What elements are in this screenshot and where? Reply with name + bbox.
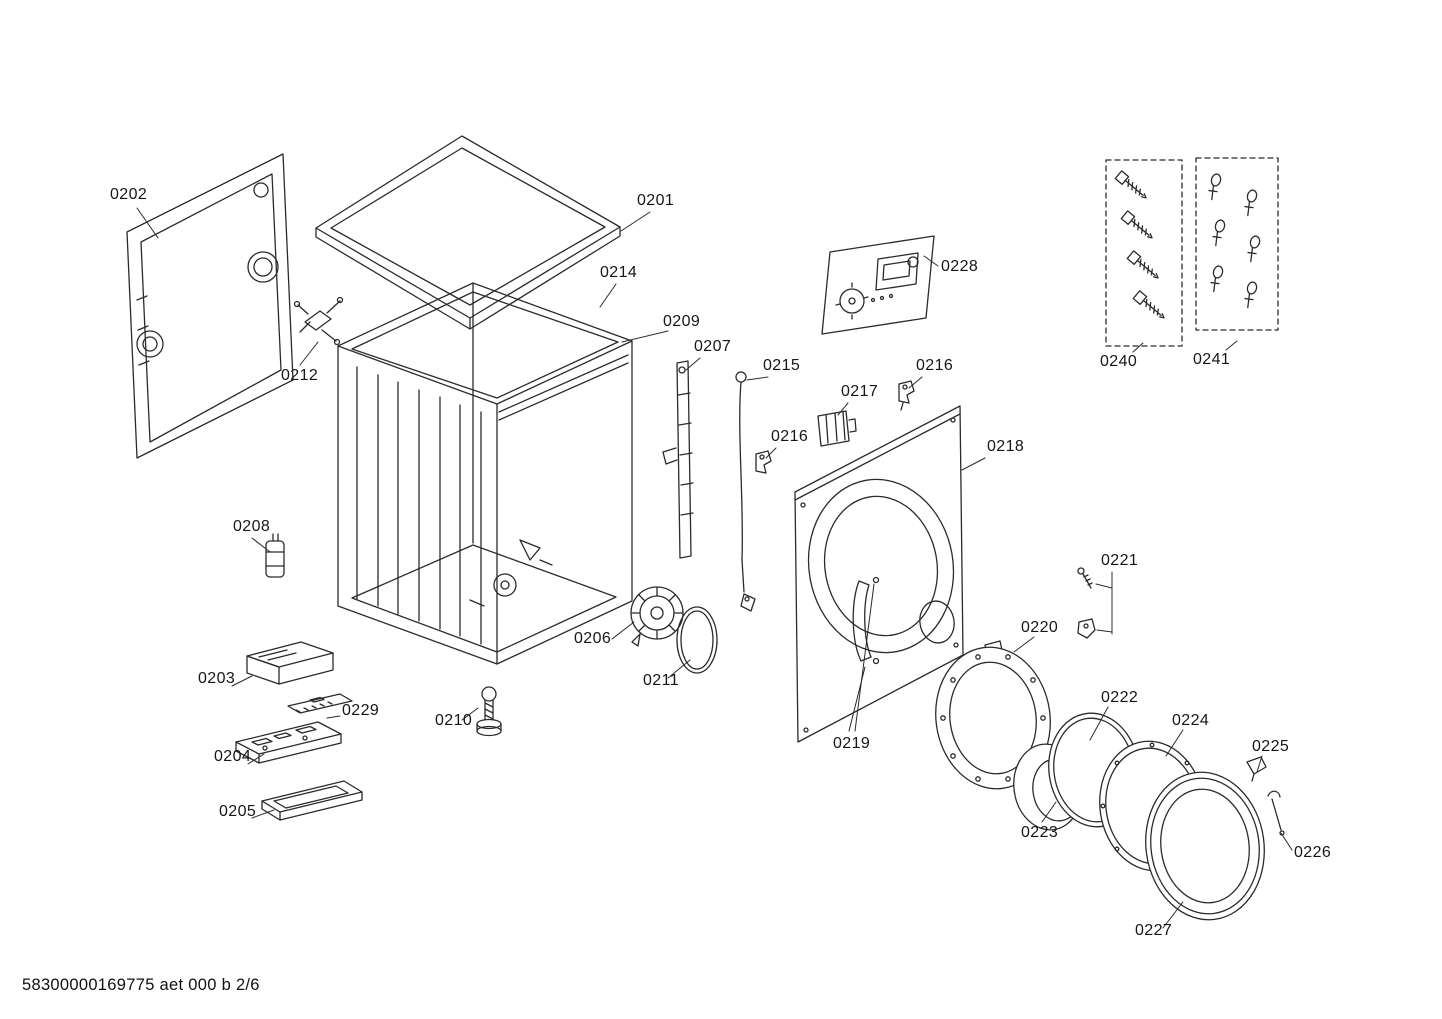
part-label-0216-a: 0216 — [916, 357, 954, 374]
drawing-module-0203 — [246, 641, 334, 685]
drawing-screw-box-0240 — [1105, 159, 1183, 347]
drawing-pin-0226 — [1267, 790, 1285, 836]
drawing-clip-0225 — [1246, 756, 1267, 782]
drawing-rod-0215 — [735, 371, 756, 612]
part-label-0224: 0224 — [1172, 712, 1210, 729]
drawing-module-0217 — [817, 410, 857, 447]
part-label-0221: 0221 — [1101, 552, 1139, 569]
drawing-foot-0210 — [476, 686, 502, 737]
document-code: 58300000169775 aet 000 b 2/6 — [22, 976, 260, 994]
part-label-0228: 0228 — [941, 258, 979, 275]
part-label-0208: 0208 — [233, 518, 271, 535]
drawing-clip-0216-a — [898, 380, 915, 411]
part-label-0205: 0205 — [219, 803, 257, 820]
drawing-bracket-0207 — [662, 360, 694, 559]
part-label-0223: 0223 — [1021, 824, 1059, 841]
drawing-hinge-0212 — [293, 296, 344, 346]
part-label-0217: 0217 — [841, 383, 879, 400]
part-label-0210: 0210 — [435, 712, 473, 729]
drawing-gasket-0206 — [630, 586, 684, 647]
drawing-door-frame-0220 — [935, 640, 1051, 790]
leader-lines — [136, 207, 1293, 929]
part-label-0240: 0240 — [1100, 353, 1138, 370]
drawing-ring-0211 — [676, 606, 718, 674]
drawing-capacitor-0208 — [265, 533, 285, 578]
part-label-0201: 0201 — [637, 192, 675, 209]
part-label-0225: 0225 — [1252, 738, 1290, 755]
part-label-0204: 0204 — [214, 748, 252, 765]
drawing-top-panel-0201 — [315, 135, 621, 330]
part-label-0241: 0241 — [1193, 351, 1231, 368]
part-label-0222: 0222 — [1101, 689, 1139, 706]
part-label-0220: 0220 — [1021, 619, 1059, 636]
part-label-0214: 0214 — [600, 264, 638, 281]
part-label-0219: 0219 — [833, 735, 871, 752]
drawing-control-panel-0228 — [821, 235, 935, 335]
part-label-0207: 0207 — [694, 338, 732, 355]
part-label-0206: 0206 — [574, 630, 612, 647]
drawing-tray-0205 — [261, 780, 363, 821]
part-label-0203: 0203 — [198, 670, 236, 687]
part-label-0216-b: 0216 — [771, 428, 809, 445]
drawing-front-panel-0218 — [794, 405, 964, 743]
drawing-parts-0221 — [1077, 567, 1096, 639]
drawing-clip-0216-b — [755, 450, 772, 474]
drawing-door-ring-0227 — [1145, 771, 1265, 921]
drawing-fastener-box-0241 — [1195, 157, 1279, 331]
drawing-board-0204 — [235, 721, 342, 764]
part-label-0227: 0227 — [1135, 922, 1173, 939]
part-label-0212: 0212 — [281, 367, 319, 384]
drawing-side-panel-0202 — [126, 153, 294, 459]
part-label-0202: 0202 — [110, 186, 148, 203]
part-label-0215: 0215 — [763, 357, 801, 374]
part-label-0226: 0226 — [1294, 844, 1332, 861]
drawing-hinge-0219 — [852, 576, 880, 665]
drawing-board-0229 — [287, 693, 353, 714]
drawing-cabinet-0209 — [337, 282, 633, 665]
part-label-0211: 0211 — [643, 672, 680, 689]
part-label-0229: 0229 — [342, 702, 380, 719]
part-label-0218: 0218 — [987, 438, 1025, 455]
part-label-0209: 0209 — [663, 313, 701, 330]
